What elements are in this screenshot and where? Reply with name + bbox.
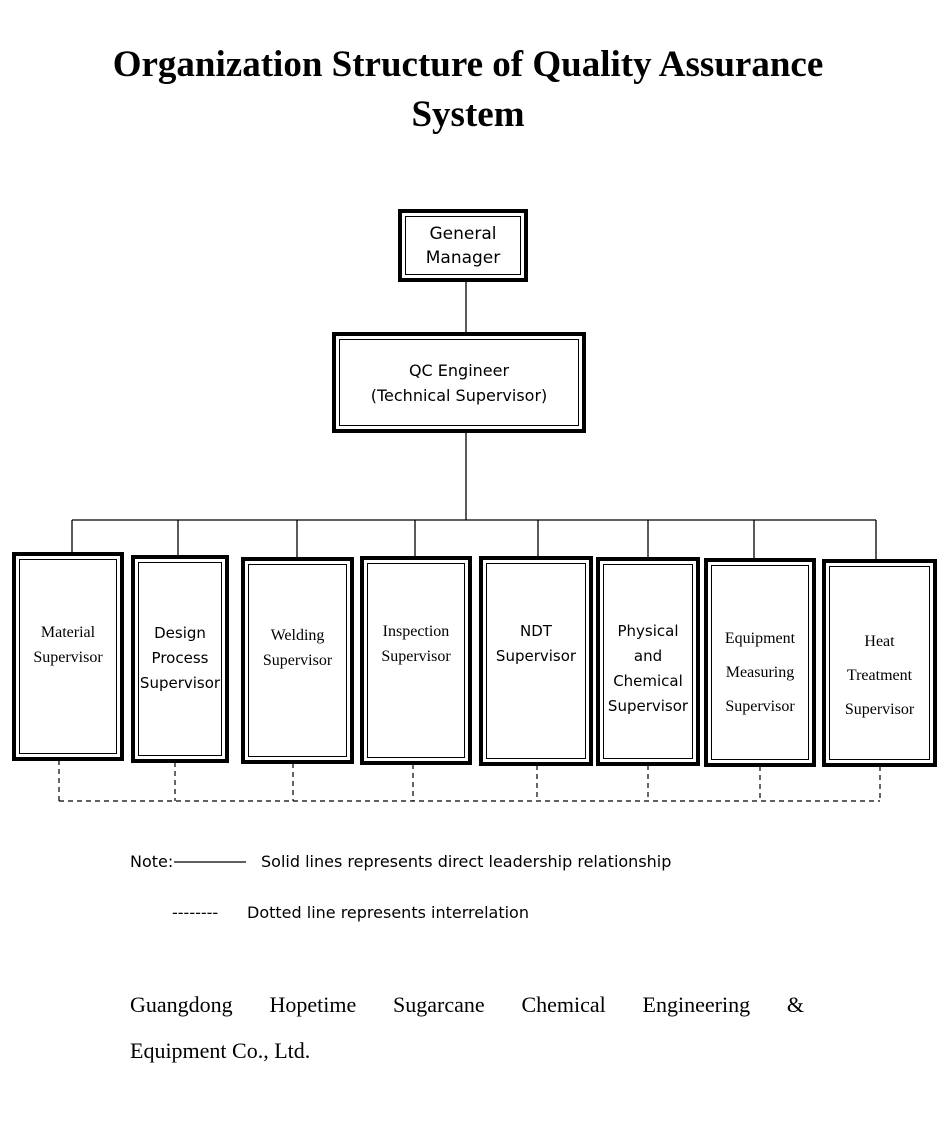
- legend-solid-text: Solid lines represents direct leadership…: [261, 852, 672, 871]
- footer-word: Engineering: [642, 992, 751, 1017]
- footer-word: Guangdong: [130, 992, 233, 1017]
- equipment-measuring-supervisor-box: Equipment Measuring Supervisor: [704, 558, 816, 767]
- supervisor-label-line: NDT: [520, 622, 552, 640]
- qc-engineer-line-1: QC Engineer: [408, 360, 510, 380]
- supervisor-label-line: and: [633, 647, 663, 665]
- qc-engineer-box: QC Engineer (Technical Supervisor): [332, 332, 586, 433]
- supervisor-label-line: Supervisor: [725, 698, 795, 715]
- heat-treatment-supervisor-box: Heat Treatment Supervisor: [822, 559, 937, 767]
- supervisor-label-line: Supervisor: [139, 674, 221, 692]
- footer-word: Hopetime: [269, 992, 357, 1017]
- supervisor-label-line: Supervisor: [844, 701, 915, 718]
- supervisor-label-line: Process: [151, 649, 209, 667]
- footer-word: Chemical: [521, 992, 606, 1017]
- supervisor-label-line: Supervisor: [607, 697, 689, 715]
- general-manager-line-1: General: [429, 223, 497, 244]
- welding-supervisor-box: Welding Supervisor: [241, 557, 354, 764]
- title-line-1: Organization Structure of Quality Assura…: [112, 44, 824, 85]
- company-name-line-1: Guangdong Hopetime Sugarcane Chemical En…: [130, 992, 804, 1018]
- legend-dotted-text: Dotted line represents interrelation: [247, 903, 529, 922]
- supervisor-label-line: Physical: [617, 622, 679, 640]
- supervisor-label-line: Welding: [270, 627, 325, 644]
- physical-chemical-supervisor-box: Physical and Chemical Supervisor: [596, 557, 700, 766]
- legend-dotted-prefix: --------: [172, 903, 219, 922]
- ndt-supervisor-box: NDT Supervisor: [479, 556, 593, 766]
- supervisor-label-line: Supervisor: [495, 647, 577, 665]
- general-manager-line-2: Manager: [425, 247, 501, 268]
- footer-word: &: [786, 992, 804, 1017]
- supervisor-label-line: Chemical: [613, 672, 683, 690]
- supervisor-label-line: Material: [40, 624, 96, 641]
- supervisor-label-line: Inspection: [382, 623, 450, 640]
- company-name-line-2: Equipment Co., Ltd.: [130, 1038, 311, 1063]
- supervisor-label-line: Supervisor: [381, 648, 451, 665]
- supervisor-label-line: Supervisor: [33, 649, 103, 666]
- legend-note-label: Note:: [130, 852, 174, 871]
- general-manager-box: General Manager: [398, 209, 528, 282]
- qc-engineer-line-2: (Technical Supervisor): [370, 385, 548, 405]
- supervisor-label-line: Supervisor: [262, 652, 333, 669]
- supervisor-label-line: Measuring: [725, 664, 795, 681]
- supervisor-label-line: Heat: [864, 633, 895, 650]
- footer-word: Sugarcane: [393, 992, 485, 1017]
- inspection-supervisor-box: Inspection Supervisor: [360, 556, 472, 765]
- design-process-supervisor-box: Design Process Supervisor: [131, 555, 229, 763]
- supervisor-label-line: Equipment: [724, 630, 796, 647]
- title-line-2: System: [411, 94, 525, 135]
- diagram-title: Organization Structure of Quality Assura…: [0, 40, 936, 140]
- supervisor-label-line: Treatment: [846, 667, 913, 684]
- supervisor-label-line: Design: [154, 624, 206, 642]
- material-supervisor-box: Material Supervisor: [12, 552, 124, 761]
